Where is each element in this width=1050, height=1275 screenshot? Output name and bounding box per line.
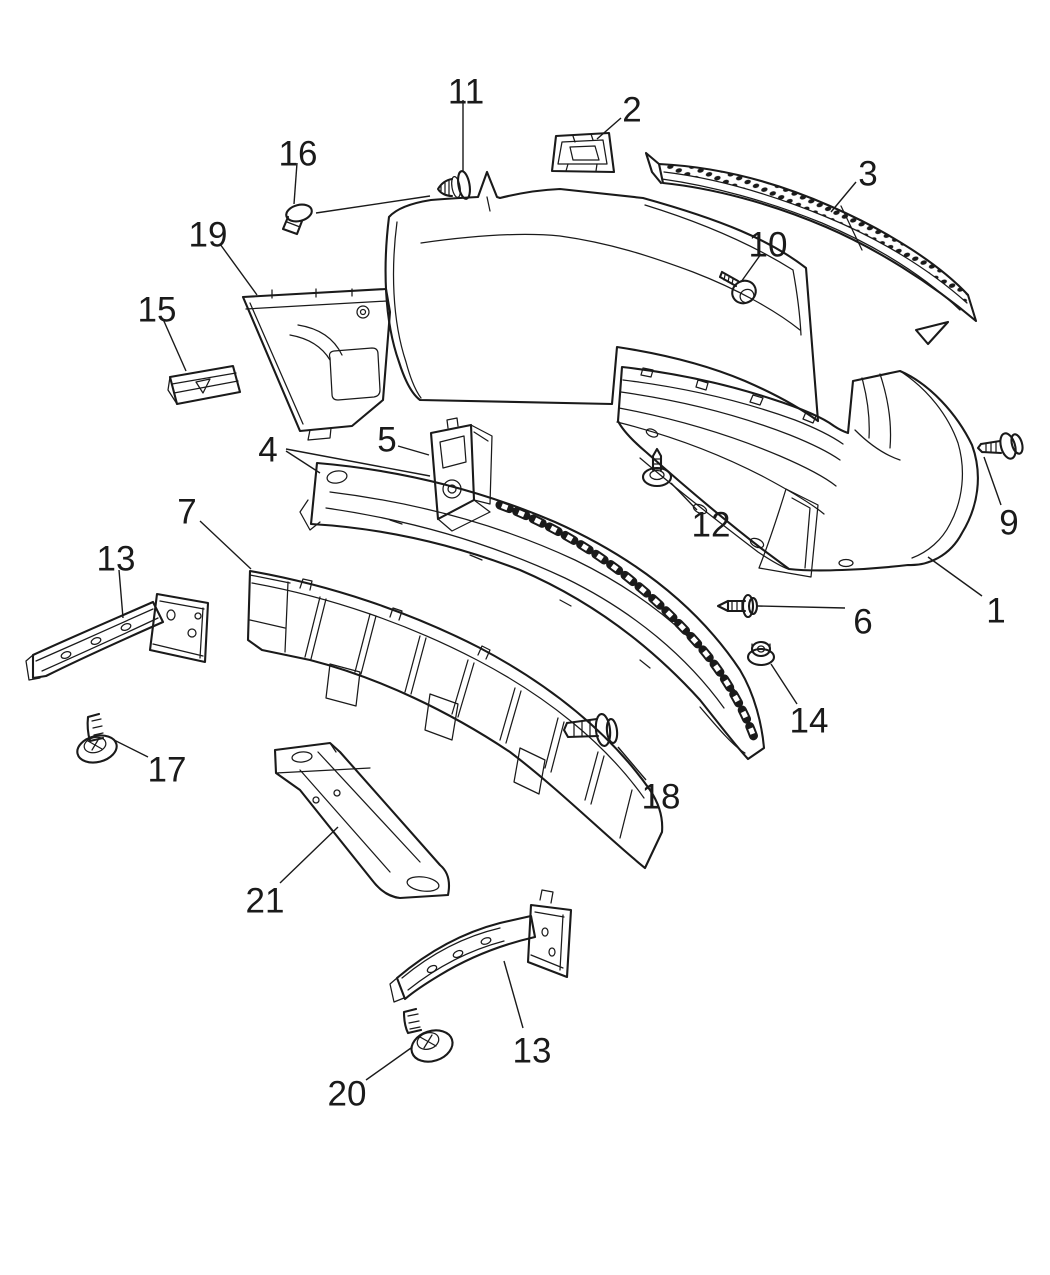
leader-line — [118, 569, 124, 619]
callout-5-8: 5 — [377, 421, 430, 460]
leader-line — [162, 318, 187, 372]
callout-12-9: 12 — [670, 482, 731, 545]
callout-1-11: 1 — [927, 556, 1006, 631]
callout-7-13: 7 — [177, 493, 252, 570]
callout-number: 4 — [258, 431, 277, 470]
leader-line — [293, 162, 298, 205]
fascia-1-drawing — [616, 365, 979, 578]
callout-11-0: 11 — [448, 73, 484, 172]
callout-number: 13 — [97, 540, 136, 579]
callout-2-1: 2 — [596, 91, 642, 140]
callout-number: 10 — [749, 226, 788, 265]
gusset-21-drawing — [273, 741, 451, 900]
bracket-19-drawing — [241, 287, 392, 441]
callout-number: 15 — [138, 291, 177, 330]
leader-line — [365, 1047, 412, 1081]
leader-line — [397, 445, 430, 456]
screw-20-drawing — [402, 1007, 454, 1063]
leader-line — [279, 826, 339, 884]
leader-line — [219, 243, 258, 296]
callout-number: 19 — [189, 216, 228, 255]
screw-12-drawing — [641, 447, 673, 488]
callout-number: 1 — [986, 592, 1005, 631]
leader-line — [113, 739, 149, 758]
callout-number: 2 — [622, 91, 641, 130]
callout-4-7: 4 — [258, 431, 431, 477]
impact-bar-4-drawing — [299, 461, 766, 761]
nut-14-drawing — [746, 640, 776, 667]
quarter-panel-drawing — [384, 170, 820, 423]
leader-line — [285, 450, 321, 474]
push-pin-11-drawing — [436, 170, 471, 200]
screw-6-drawing — [716, 593, 759, 619]
callout-number: 14 — [790, 702, 829, 741]
screw-17-drawing — [76, 712, 118, 764]
reflector-15-drawing — [167, 364, 242, 406]
leader-line — [770, 663, 798, 705]
callout-10-5: 10 — [740, 226, 788, 283]
leader-line — [740, 253, 762, 283]
callout-18-17: 18 — [617, 746, 681, 817]
callout-6-14: 6 — [757, 603, 873, 642]
callout-number: 11 — [448, 73, 484, 112]
step-pad-drawing — [644, 151, 978, 346]
leader-line — [617, 746, 647, 781]
callout-number: 5 — [377, 421, 396, 460]
bolt-18-drawing — [562, 713, 619, 747]
callout-17-16: 17 — [113, 739, 187, 790]
absorber-7-drawing — [246, 569, 664, 870]
leader-line — [596, 117, 622, 140]
callout-21-18: 21 — [246, 826, 339, 921]
leader-line — [927, 556, 983, 597]
callout-number: 20 — [328, 1075, 367, 1114]
callout-14-15: 14 — [770, 663, 829, 741]
leader-line — [757, 605, 846, 609]
leader-line — [199, 520, 252, 570]
callout-3-3: 3 — [830, 155, 878, 213]
rivet-locating-line — [315, 195, 431, 214]
callout-number: 6 — [853, 603, 872, 642]
callout-9-10: 9 — [983, 456, 1019, 543]
callout-number: 17 — [148, 751, 187, 790]
bracket-5-drawing — [429, 417, 493, 532]
leader-line — [503, 960, 524, 1029]
callout-19-4: 19 — [189, 216, 258, 296]
bracket-13-left-drawing — [25, 592, 210, 681]
callout-number: 9 — [999, 504, 1018, 543]
callout-number: 13 — [513, 1032, 552, 1071]
leader-line — [670, 482, 698, 511]
callout-number: 12 — [692, 506, 731, 545]
callout-number: 7 — [177, 493, 196, 532]
bolt-9-drawing — [976, 432, 1024, 460]
bolt-10-drawing — [718, 270, 757, 305]
leader-line — [285, 448, 431, 477]
callout-number: 18 — [642, 778, 681, 817]
bracket-2-drawing — [550, 131, 616, 174]
callout-13-12: 13 — [97, 540, 136, 619]
callout-layer: 11 2 16 3 19 10 15 4 5 12 9 1 13 7 6 14 17 18 21 13 20 — [97, 73, 1019, 1114]
leader-line — [983, 456, 1002, 506]
callout-number: 16 — [279, 135, 318, 174]
bracket-13-bottom-drawing — [389, 889, 573, 1003]
callout-number: 21 — [246, 882, 285, 921]
callout-number: 3 — [858, 155, 877, 194]
callout-15-6: 15 — [138, 291, 187, 372]
callout-13-19: 13 — [503, 960, 552, 1071]
callout-20-20: 20 — [328, 1047, 412, 1114]
rivet-16-drawing — [281, 195, 431, 236]
leader-line — [830, 181, 857, 213]
callout-16-2: 16 — [279, 135, 318, 205]
